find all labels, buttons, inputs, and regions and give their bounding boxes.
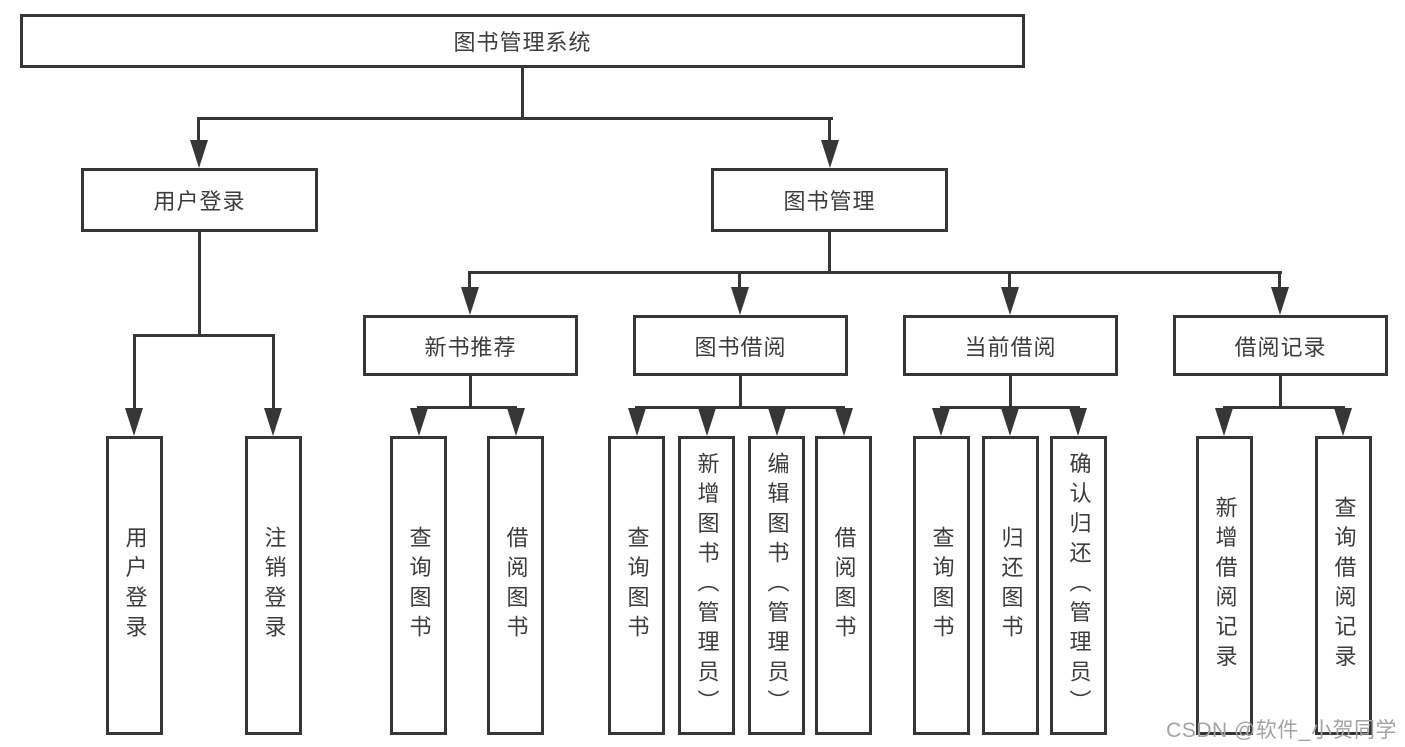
node-confirm-return-admin: 确认归还（管理员） [1050,436,1107,735]
node-new-book-recommendation: 新书推荐 [363,315,578,376]
connector-line [1278,271,1281,293]
connector-line [197,117,200,145]
connector-line [739,376,742,407]
node-label: 归还图书 [998,526,1024,645]
connector-line [272,334,275,412]
node-borrow-books-leaf: 借阅图书 [815,436,872,735]
connector-line [1279,376,1282,407]
node-borrow-books-recommend: 借阅图书 [487,436,544,735]
arrowhead-down-icon [190,140,208,168]
arrowhead-down-icon [1215,408,1233,436]
connector-line [417,406,517,409]
arrowhead-down-icon [932,408,950,436]
connector-line [1223,406,1345,409]
node-label: 借阅记录 [1234,334,1327,360]
node-book-management: 图书管理 [711,168,948,232]
arrowhead-down-icon [731,287,749,315]
arrowhead-down-icon [821,140,839,168]
node-query-books-borrowing: 查询图书 [608,436,665,735]
node-label: 查询借阅记录 [1331,496,1357,675]
arrowhead-down-icon [698,408,716,436]
connector-line [133,334,275,337]
node-edit-books-admin: 编辑图书（管理员） [748,436,805,735]
arrowhead-down-icon [835,408,853,436]
arrowhead-down-icon [507,408,525,436]
node-label: 查询图书 [624,526,650,645]
node-query-books-recommend: 查询图书 [390,436,447,735]
node-label: 查询图书 [929,526,955,645]
node-label: 用户登录 [153,189,246,214]
arrowhead-down-icon [1001,408,1019,436]
node-add-books-admin: 新增图书（管理员） [678,436,735,735]
node-label: 确认归还（管理员） [1066,451,1092,720]
arrowhead-down-icon [1069,408,1087,436]
connector-line [635,406,845,409]
arrowhead-down-icon [125,408,143,436]
node-label: 新增借阅记录 [1212,496,1238,675]
arrowhead-down-icon [461,287,479,315]
arrowhead-down-icon [410,408,428,436]
node-label: 图书借阅 [694,334,787,360]
node-query-borrow-record: 查询借阅记录 [1315,436,1372,735]
node-user-login: 用户登录 [81,168,318,232]
node-label: 新增图书（管理员） [694,451,720,720]
arrowhead-down-icon [1001,287,1019,315]
connector-line [828,232,831,273]
arrowhead-down-icon [1271,287,1289,315]
connector-line [521,68,524,118]
node-label: 注销登录 [261,526,287,645]
node-label: 新书推荐 [424,334,517,360]
connector-line [197,117,833,120]
connector-line [940,406,1080,409]
connector-line [828,117,831,145]
node-add-borrow-record: 新增借阅记录 [1196,436,1253,735]
node-label: 查询图书 [406,526,432,645]
node-label: 用户登录 [122,526,148,645]
arrowhead-down-icon [1334,408,1352,436]
arrowhead-down-icon [628,408,646,436]
connector-line [468,271,1282,274]
connector-line [738,271,741,293]
arrowhead-down-icon [768,408,786,436]
node-label: 借阅图书 [831,526,857,645]
connector-line [133,334,136,412]
node-user-login-leaf: 用户登录 [106,436,163,735]
node-label: 借阅图书 [503,526,529,645]
connector-line [1009,376,1012,407]
node-library-management-system: 图书管理系统 [20,14,1025,68]
node-borrowing-records: 借阅记录 [1173,315,1388,376]
connector-line [468,271,471,293]
node-book-borrowing: 图书借阅 [633,315,848,376]
arrowhead-down-icon [264,408,282,436]
connector-line [469,376,472,407]
csdn-watermark: CSDN @软件_小贺同学 [1166,719,1397,742]
connector-line [198,232,201,335]
node-return-books: 归还图书 [982,436,1039,735]
node-label: 当前借阅 [964,334,1057,360]
node-label: 图书管理 [783,189,876,214]
node-current-borrowing: 当前借阅 [903,315,1118,376]
node-logout: 注销登录 [245,436,302,735]
connector-line [1008,271,1011,293]
node-label: 图书管理系统 [453,30,592,55]
node-query-books-current: 查询图书 [913,436,970,735]
node-label: 编辑图书（管理员） [764,451,790,720]
